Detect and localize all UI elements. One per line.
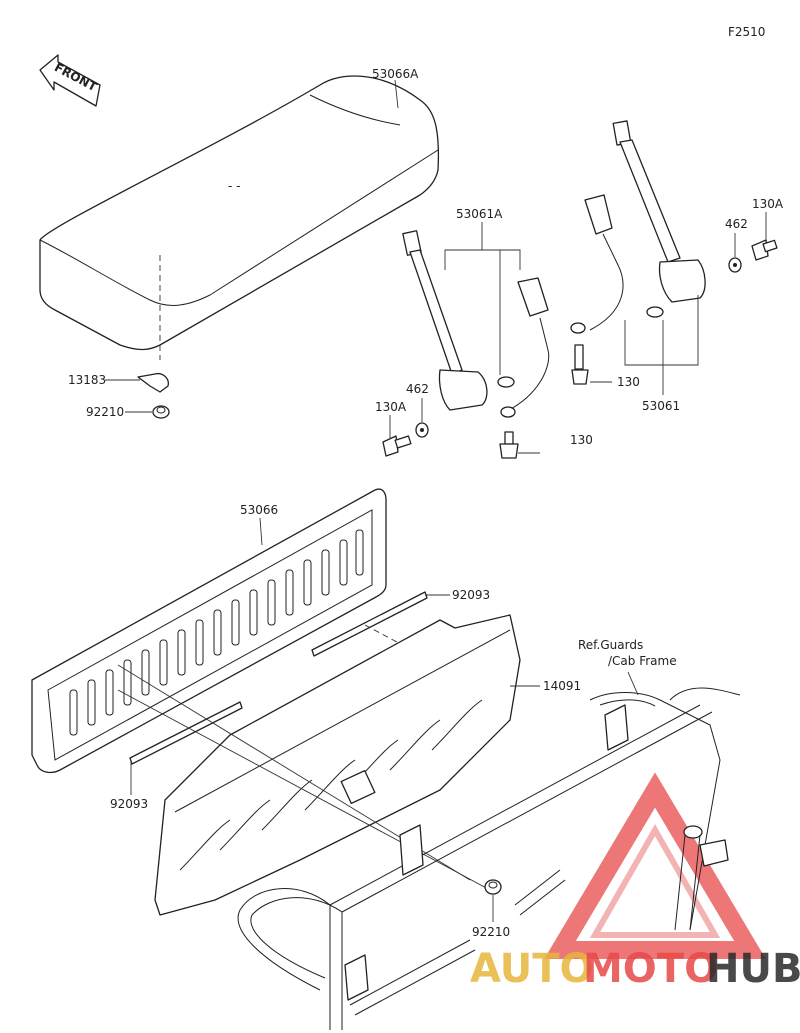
bolt-left [382,435,412,457]
bolt-center [571,344,589,385]
label-washer-right: 462 [725,217,748,231]
label-seat-back: 53066 [240,503,278,517]
label-bolt-center: 130 [617,375,640,389]
label-nut-left: 92210 [86,405,124,419]
washer-left [415,422,429,438]
seat-back-slots [69,529,364,736]
ref-note-line1: Ref.Guards [578,638,643,652]
back-panel [154,614,521,916]
label-belt-left: 53061A [456,207,503,221]
label-seat-cushion: 53066A [372,67,419,81]
watermark-logo: AUTO MOTO HUB [470,946,800,992]
label-bolt-lower: 130 [570,433,593,447]
figure-code: F2510 [728,25,765,39]
guard-frame [237,687,741,1030]
front-arrow-icon: FRONT [39,54,101,107]
label-clamp: 13183 [68,373,106,387]
seat-cushion: ‑ ‑ [39,75,440,351]
label-belt-right: 53061 [642,399,680,413]
label-washer-left: 462 [406,382,429,396]
seat-back [31,488,387,774]
label-bolt-right: 130A [752,197,784,211]
watermark-triangle [544,772,766,959]
spacer-upper [311,591,428,657]
label-spacer-lower: 92093 [110,797,148,811]
washer-right [728,257,742,273]
bolt-right [751,239,778,261]
svg-text:‑ ‑: ‑ ‑ [228,179,240,193]
ref-note-line2: /Cab Frame [608,654,677,668]
seat-belt-left [402,230,550,418]
label-panel: 14091 [543,679,581,693]
watermark-middle: MOTO [583,946,718,992]
watermark-prefix: AUTO [470,946,594,992]
nut-right [484,879,502,895]
bolt-lower [499,431,519,459]
nut-left [152,405,170,419]
label-spacer-upper: 92093 [452,588,490,602]
label-nut-right: 92210 [472,925,510,939]
watermark-suffix: HUB [706,946,800,992]
clamp [137,372,169,393]
label-bolt-left: 130A [375,400,407,414]
seat-belt-right [570,120,706,334]
